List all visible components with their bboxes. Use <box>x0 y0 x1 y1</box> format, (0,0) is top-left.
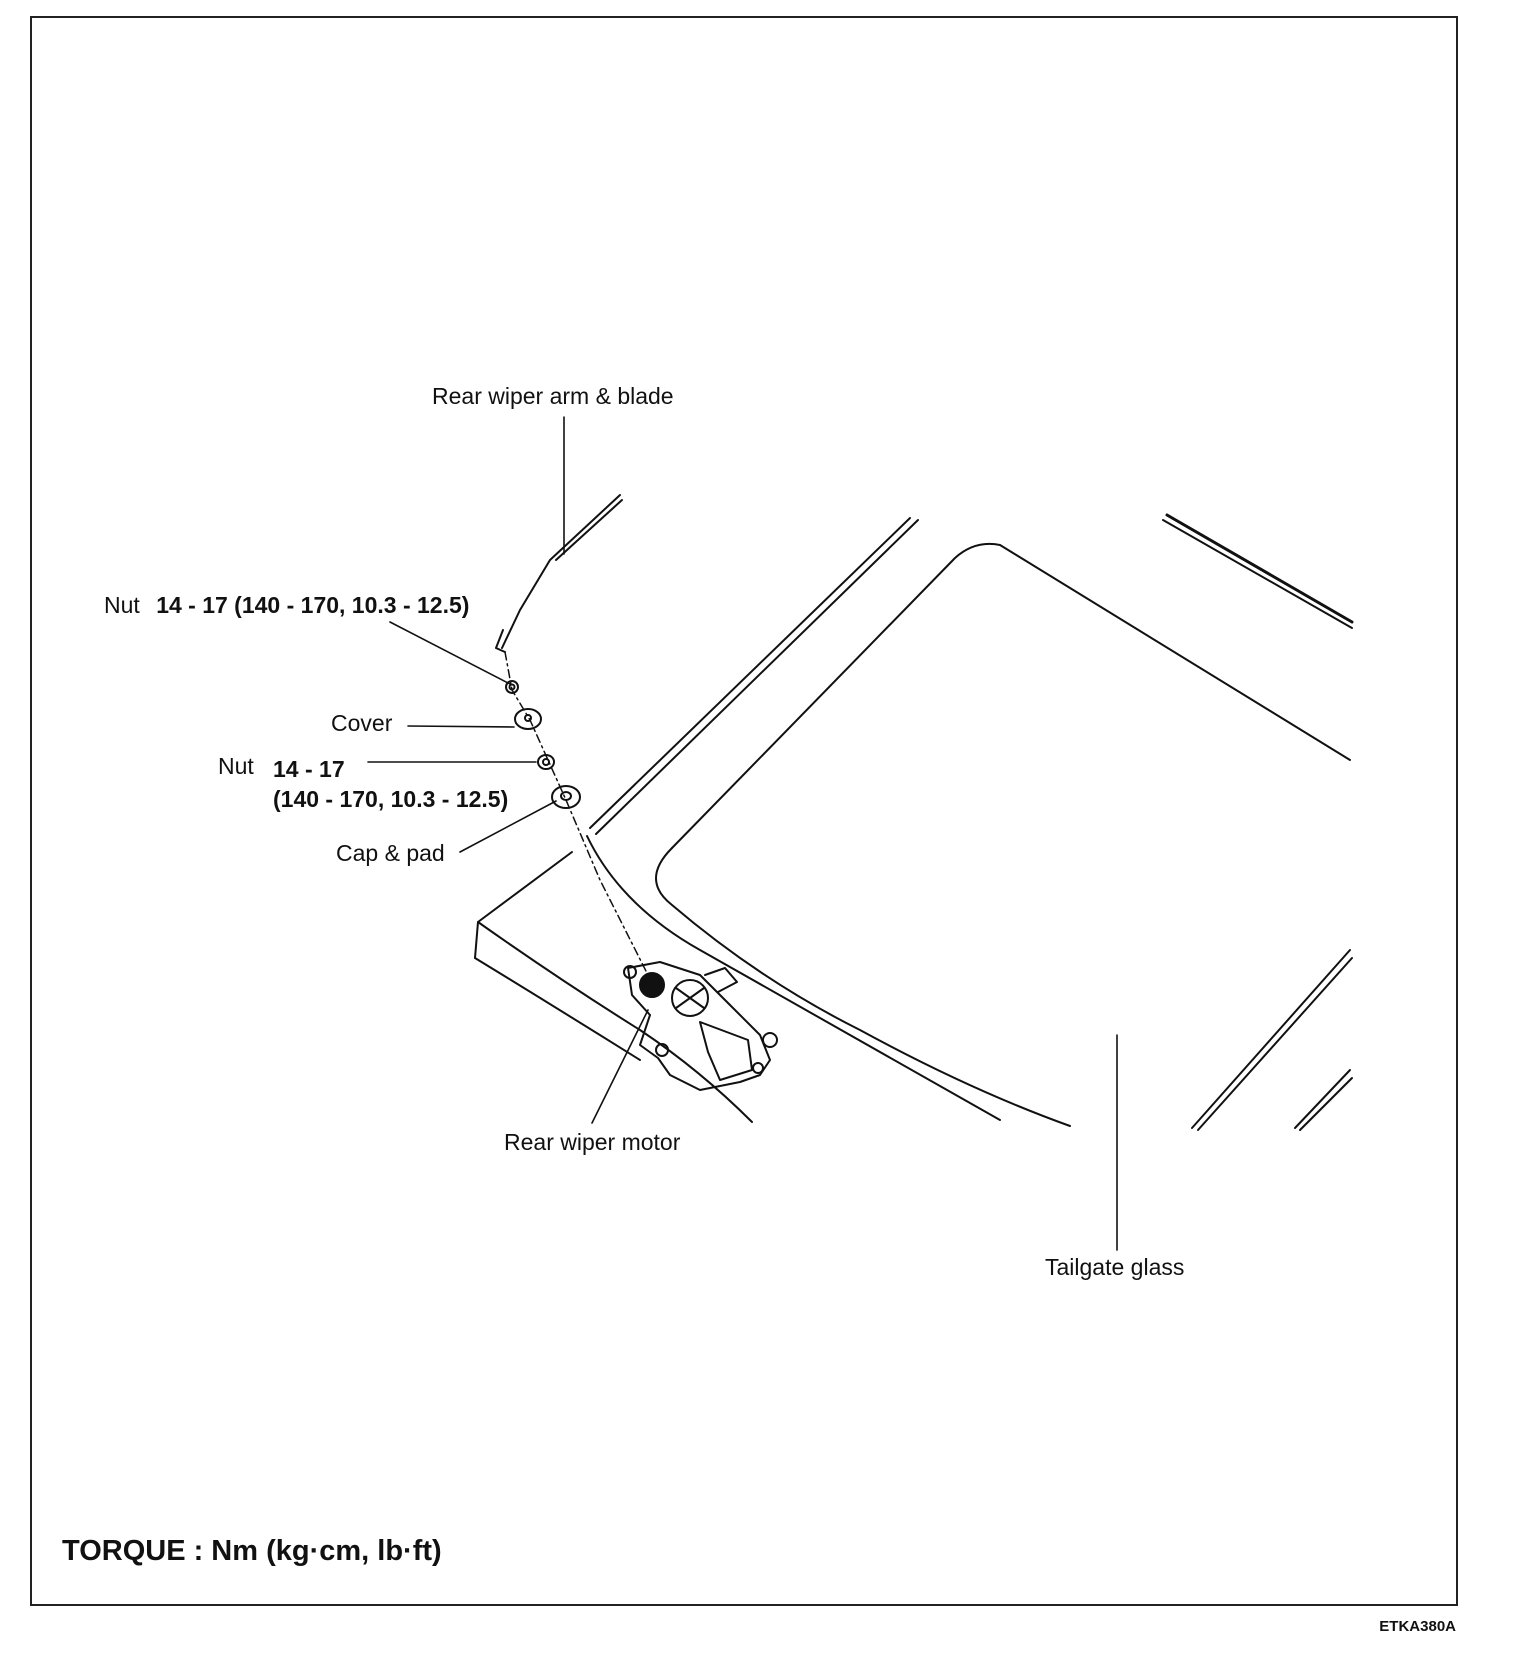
nut-2-word: Nut <box>218 753 254 779</box>
cover-part <box>514 708 542 730</box>
figure-code: ETKA380A <box>1379 1618 1456 1635</box>
cover-label: Cover <box>331 710 393 736</box>
leader-cover <box>407 725 515 728</box>
leader-motor <box>591 1009 649 1124</box>
nut-1-word: Nut <box>104 592 140 618</box>
nut-part-1 <box>505 680 519 694</box>
wiper-arm-and-blade <box>495 494 623 653</box>
torque-units-note: TORQUE : Nm (kg·cm, lb·ft) <box>62 1535 442 1567</box>
nut-2-torque-rest: (140 - 170, 10.3 - 12.5) <box>273 786 509 812</box>
cap-pad-label: Cap & pad <box>336 840 445 866</box>
arm-blade-label: Rear wiper arm & blade <box>432 383 674 409</box>
cap-and-pad-part <box>551 785 581 809</box>
glass-panel <box>655 542 1353 1131</box>
glass-label: Tailgate glass <box>1045 1254 1185 1280</box>
leader-nut-1 <box>389 621 511 685</box>
leader-lines <box>367 416 1118 1251</box>
nut-part-2 <box>537 754 555 770</box>
wiper-motor-part <box>623 961 778 1091</box>
tailgate-body-panel <box>474 851 753 1123</box>
leader-cap-pad <box>459 800 557 853</box>
diagram-frame <box>30 16 1458 1606</box>
assembly-center-line <box>504 651 649 976</box>
nut-1-torque: 14 - 17 (140 - 170, 10.3 - 12.5) <box>156 592 470 618</box>
tailgate-glass-outline <box>586 513 1354 1121</box>
nut-2-torque-nm: 14 - 17 <box>273 756 345 782</box>
motor-label: Rear wiper motor <box>504 1129 681 1155</box>
nut-1-label: Nut 14 - 17 (140 - 170, 10.3 - 12.5) <box>104 594 469 617</box>
